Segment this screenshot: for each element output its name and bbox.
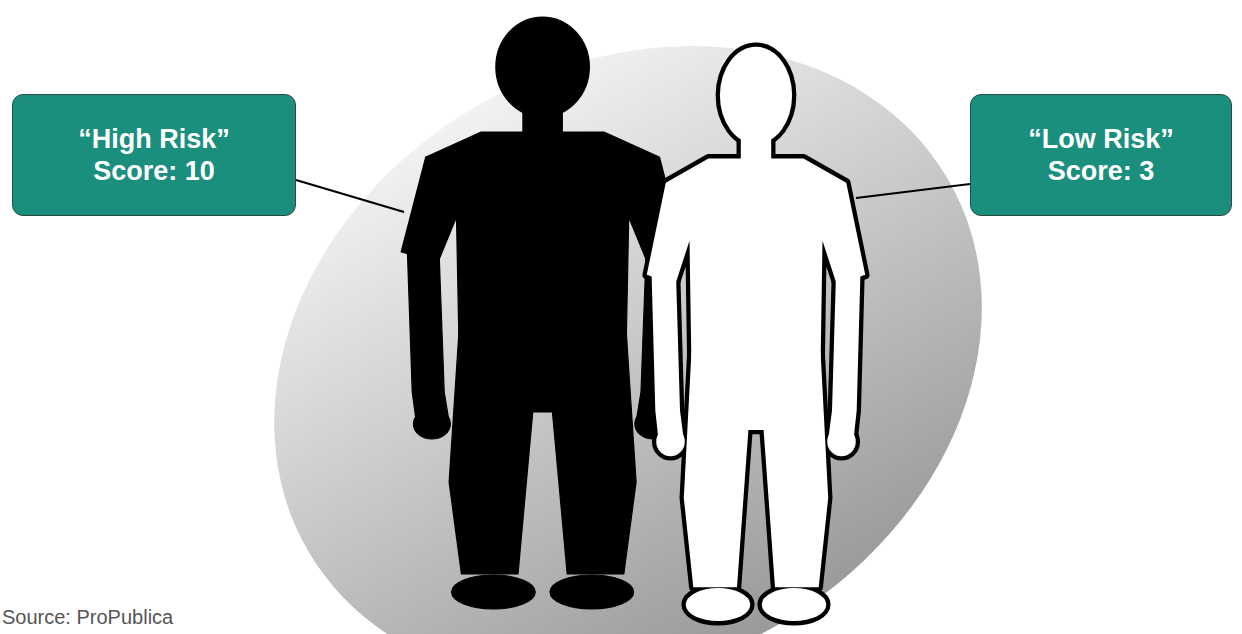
- white-silhouette: [647, 47, 866, 621]
- risk-label: “Low Risk”: [1028, 123, 1174, 155]
- callout-box: “High Risk”Score: 10: [12, 94, 296, 216]
- black-silhouette: [401, 17, 684, 609]
- source-note: Source: ProPublica: [2, 606, 173, 629]
- risk-score: Score: 10: [93, 155, 215, 187]
- risk-score: Score: 3: [1048, 155, 1155, 187]
- leader-line: [296, 180, 404, 212]
- background-ellipse: [158, 0, 1099, 634]
- callout-box: “Low Risk”Score: 3: [970, 94, 1232, 216]
- risk-label: “High Risk”: [78, 123, 230, 155]
- leader-line: [856, 184, 970, 198]
- white-silhouette-outline: [647, 47, 866, 621]
